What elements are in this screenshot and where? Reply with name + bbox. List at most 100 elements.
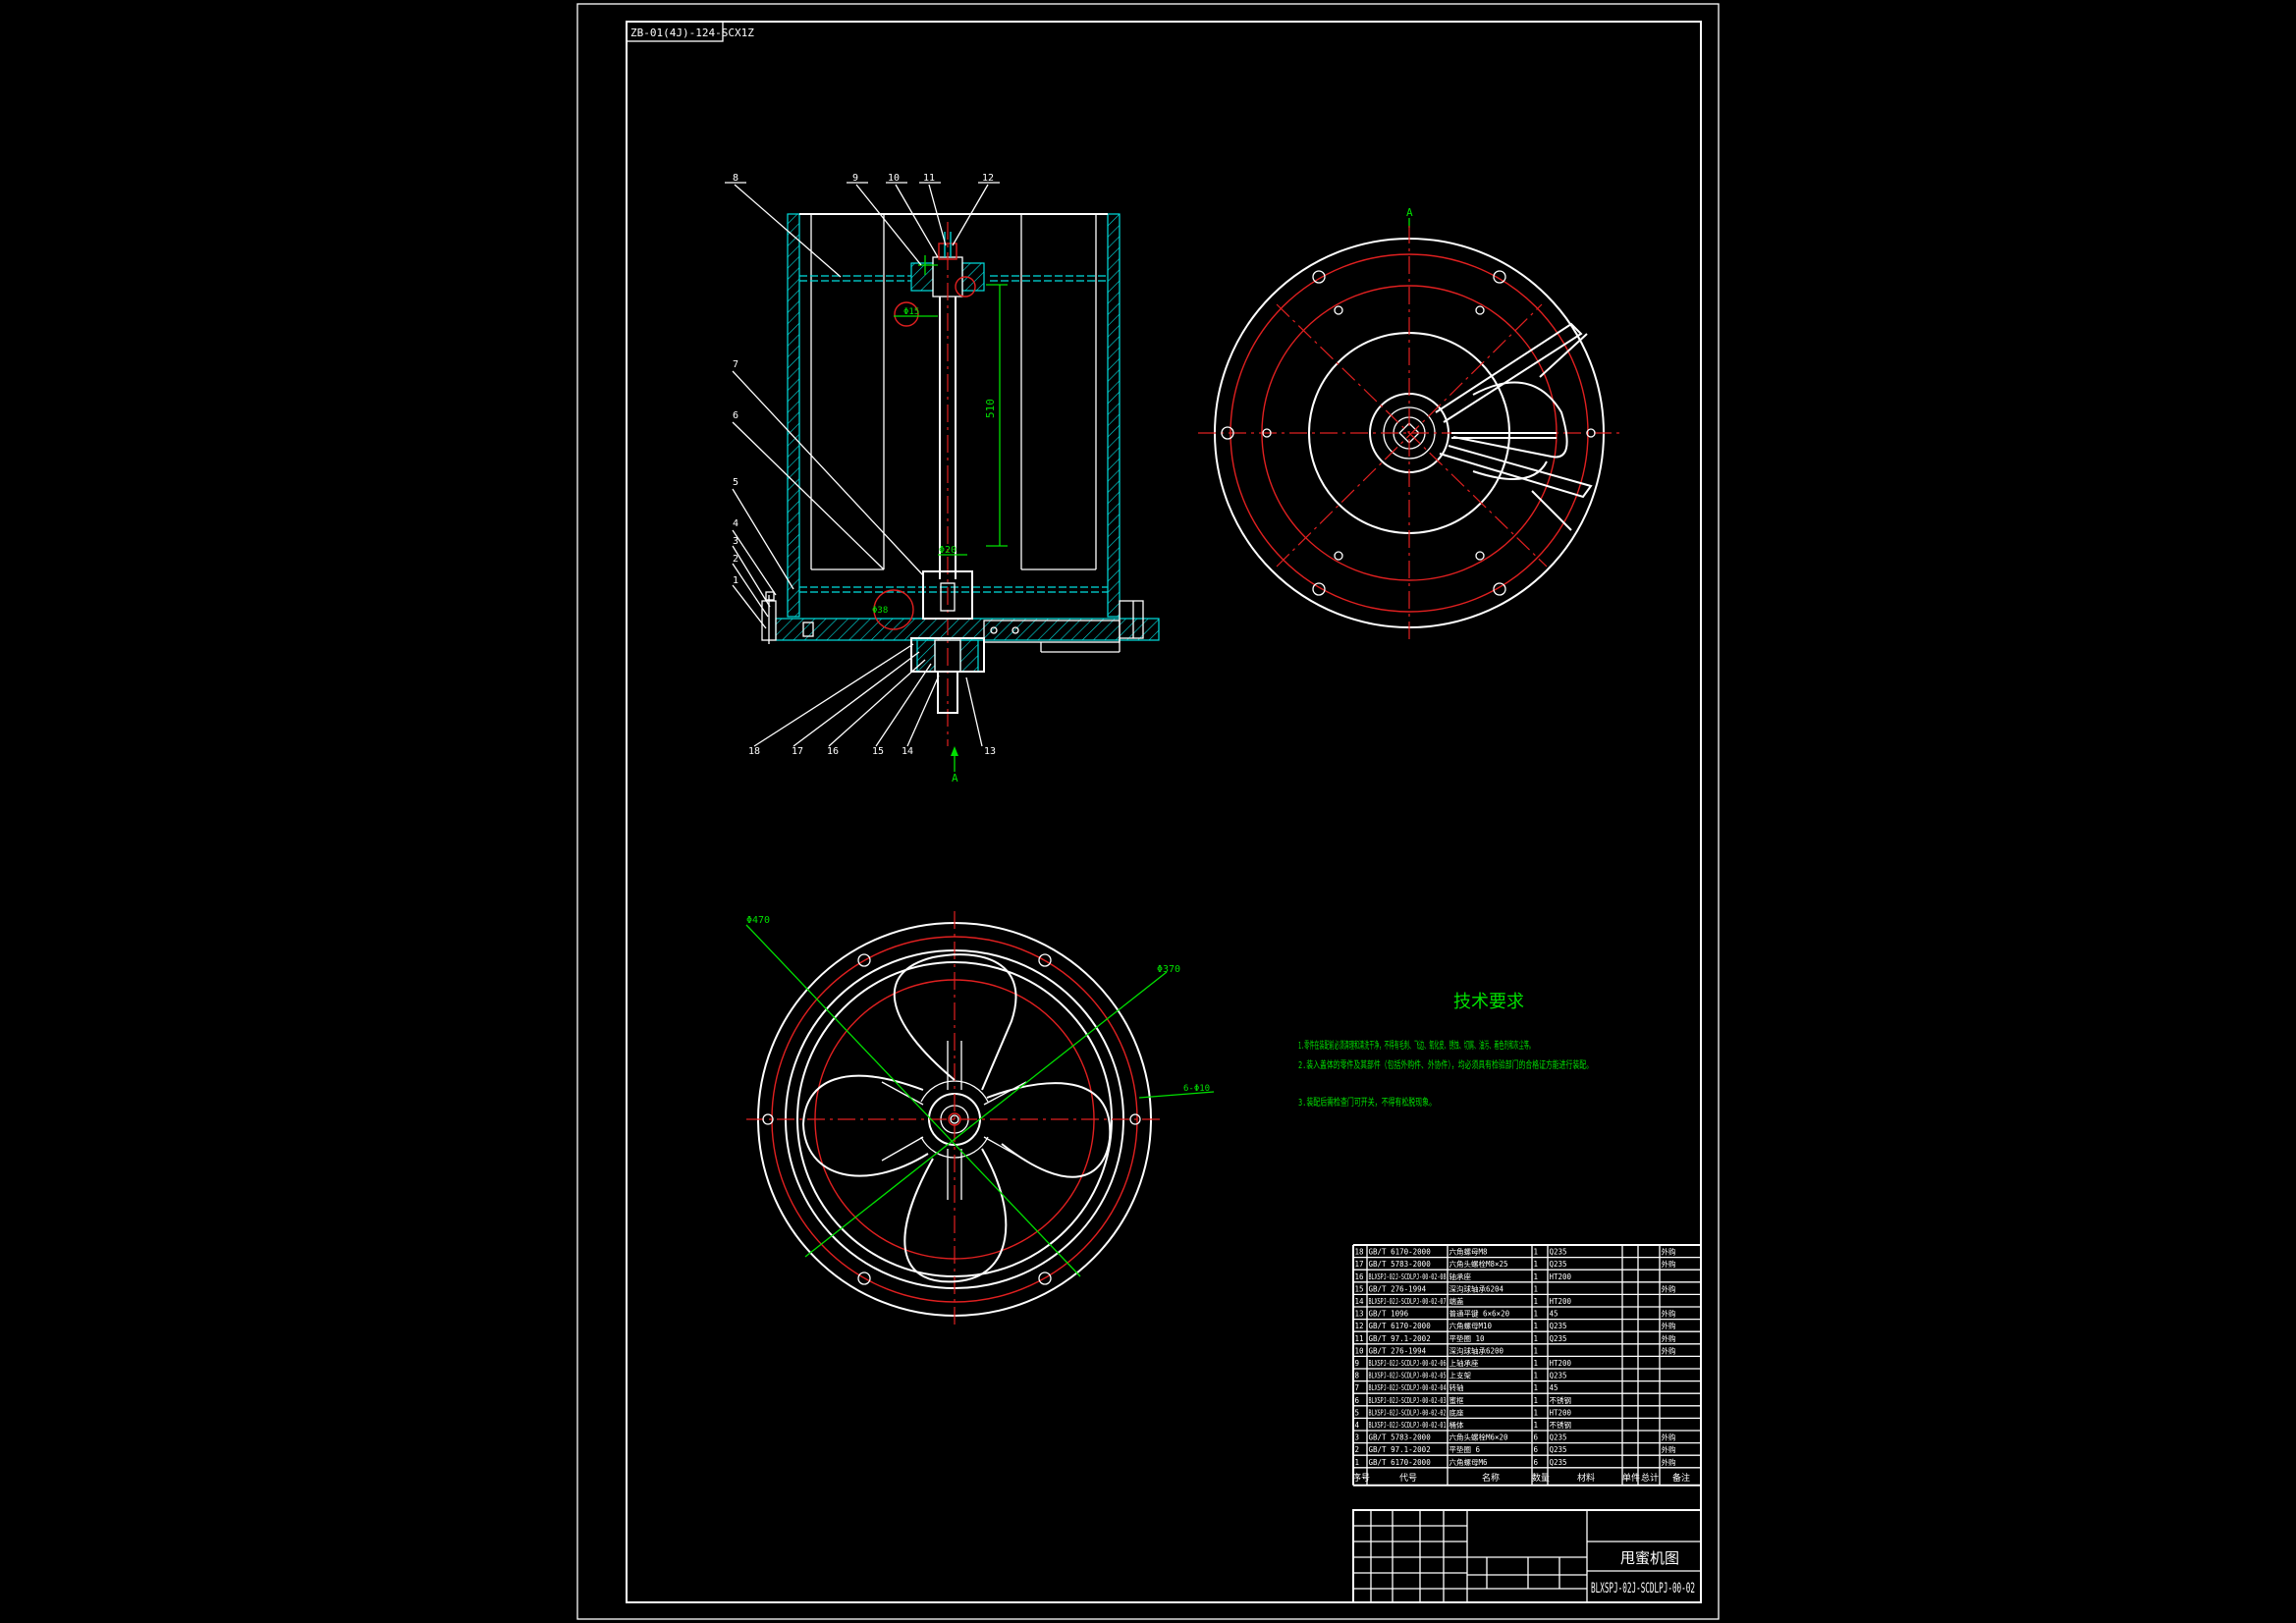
bom-cell: 六角螺母M6: [1449, 1457, 1489, 1467]
tech-requirements: 技术要求 1.零件在装配前必须清理和清洗干净，不得有毛刺、飞边、氧化皮、锈蚀、切…: [1298, 992, 1593, 1109]
tech-req-1: 1.零件在装配前必须清理和清洗干净，不得有毛刺、飞边、氧化皮、锈蚀、切屑、油污、…: [1298, 1039, 1534, 1052]
bom-cell: 1: [1534, 1421, 1539, 1430]
bom-cell: 六角螺母M8: [1449, 1247, 1489, 1257]
bom-header: 代号: [1399, 1473, 1417, 1484]
bom-cell: HT200: [1550, 1408, 1572, 1417]
bom-cell: 普通平键 6×6×20: [1449, 1309, 1510, 1319]
bom-cell: BLXSPJ-02J-SCDLPJ-00-02-01: [1369, 1421, 1447, 1430]
bom-cell: 1: [1355, 1458, 1360, 1467]
balloon-5: 5: [733, 477, 738, 488]
detail-circle-2: [873, 589, 914, 630]
bom-header: 备注: [1672, 1472, 1690, 1484]
bom-cell: 六角螺母M10: [1449, 1321, 1493, 1330]
balloon-17: 17: [792, 746, 803, 757]
balloon-2: 2: [733, 554, 738, 565]
bom-cell: 六角头螺栓M8×25: [1449, 1259, 1508, 1269]
bom-cell: 外购: [1662, 1457, 1676, 1467]
bom-cell: 外购: [1662, 1247, 1676, 1257]
bom-cell: 外购: [1662, 1321, 1676, 1330]
sheet-inner-border: [626, 21, 1702, 1603]
bom-cell: 14: [1355, 1297, 1365, 1306]
title-block: 甩蜜机图 BLXSPJ-02J-SCDLPJ-00-02: [1352, 1509, 1702, 1603]
bom-cell: HT200: [1550, 1359, 1572, 1368]
balloon-15: 15: [872, 746, 884, 757]
bom-cell: HT200: [1550, 1297, 1572, 1306]
top-view: [1198, 226, 1620, 640]
bom-cell: 外购: [1662, 1283, 1676, 1293]
frame-code: ZB-01(4J)-124-SCX1Z: [630, 27, 754, 39]
bom-cell: GB/T 6170-2000: [1369, 1248, 1432, 1257]
dim-holes: 6-Φ10: [1183, 1084, 1210, 1094]
balloon-1: 1: [733, 575, 738, 586]
bom-cell: 底座: [1449, 1407, 1465, 1417]
bom-cell: 2: [1355, 1445, 1360, 1454]
bom-cell: 1: [1534, 1408, 1539, 1417]
bom-cell: BLXSPJ-02J-SCDLPJ-00-02-04: [1369, 1383, 1447, 1392]
bom-cell: Q235: [1550, 1372, 1567, 1380]
bom-cell: 4: [1355, 1421, 1360, 1430]
bom-cell: Q235: [1550, 1260, 1567, 1269]
balloon-4: 4: [733, 518, 738, 529]
bom-cell: GB/T 97.1-2002: [1369, 1445, 1431, 1454]
drawing-name: 甩蜜机图: [1620, 1549, 1679, 1567]
balloon-6: 6: [733, 410, 738, 421]
bom-cell: 1: [1534, 1322, 1539, 1330]
bom-cell: 16: [1355, 1272, 1365, 1281]
bom-cell: 6: [1534, 1445, 1539, 1454]
bottom-view: Φ470 Φ370 6-Φ10: [745, 911, 1215, 1327]
bom-cell: BLXSPJ-02J-SCDLPJ-00-02-03: [1369, 1396, 1447, 1405]
bom-cell: 不锈钢: [1550, 1420, 1572, 1430]
base-flange: [1119, 600, 1144, 639]
bom-cell: 6: [1355, 1396, 1360, 1405]
bom-cell: Q235: [1550, 1434, 1567, 1442]
bom-cell: GB/T 5783-2000: [1369, 1260, 1432, 1269]
balloon-11: 11: [923, 173, 935, 184]
bom-cell: 1: [1534, 1359, 1539, 1368]
bom-header: 单件: [1622, 1472, 1640, 1484]
bom-cell: 平垫圈 10: [1449, 1333, 1486, 1343]
bom-cell: BLXSPJ-02J-SCDLPJ-00-02-08: [1369, 1272, 1447, 1281]
tech-req-3: 3.装配后需检查门可开关，不得有松脱现象。: [1298, 1096, 1436, 1109]
section-label-bottom: A: [952, 772, 958, 784]
balloon-13: 13: [984, 746, 996, 757]
sheet-outer-border: [576, 3, 1720, 1620]
bom-cell: 1: [1534, 1310, 1539, 1319]
bom-cell: 17: [1355, 1260, 1364, 1269]
section-label-top: A: [1406, 206, 1413, 219]
bom-header: 总计: [1641, 1472, 1659, 1484]
bom-cell: Q235: [1550, 1322, 1567, 1330]
balloon-18: 18: [748, 746, 760, 757]
bom-cell: 外购: [1662, 1433, 1676, 1442]
bom-cell: 7: [1355, 1383, 1360, 1392]
bom-cell: 3: [1355, 1434, 1360, 1442]
bom-cell: 1: [1534, 1372, 1539, 1380]
balloon-14: 14: [902, 746, 913, 757]
tank-bottom: [775, 618, 1160, 641]
bom-cell: BLXSPJ-02J-SCDLPJ-00-02-07: [1369, 1297, 1447, 1306]
bom-cell: 1: [1534, 1284, 1539, 1293]
section-view: 510 Φ20 Φ15 Φ38 A A 8 9 10 11 12: [725, 173, 1413, 784]
bom-cell: 45: [1550, 1310, 1558, 1319]
bom-cell: BLXSPJ-02J-SCDLPJ-00-02-05: [1369, 1372, 1447, 1380]
bom-cell: 外购: [1662, 1444, 1676, 1454]
balloon-12: 12: [982, 173, 994, 184]
bom-cell: 9: [1355, 1359, 1360, 1368]
dim-shaft-length: 510: [984, 399, 997, 418]
dim-shaft-dia: Φ20: [939, 545, 957, 556]
bom-cell: 平垫圈 6: [1449, 1444, 1481, 1454]
bom-cell: 深沟球轴承6200: [1449, 1345, 1504, 1355]
bom-header: 数量: [1532, 1472, 1550, 1484]
drawing-number: BLXSPJ-02J-SCDLPJ-00-02: [1591, 1581, 1695, 1596]
bom-cell: 15: [1355, 1284, 1364, 1293]
bom-cell: 13: [1355, 1310, 1364, 1319]
bom-cell: 12: [1355, 1322, 1364, 1330]
dim-hub-dia: Φ15: [903, 307, 919, 317]
balloon-8: 8: [733, 173, 738, 184]
bom-cell: GB/T 1096: [1369, 1310, 1409, 1319]
bom-cell: 1: [1534, 1260, 1539, 1269]
bom-cell: 轴承座: [1449, 1271, 1472, 1281]
balloon-16: 16: [827, 746, 839, 757]
bom-header: 名称: [1482, 1472, 1500, 1484]
tech-req-2: 2.装入盖体的零件及其部件（包括外购件、外协件），均必须具有检验部门的合格证方能…: [1298, 1058, 1593, 1071]
